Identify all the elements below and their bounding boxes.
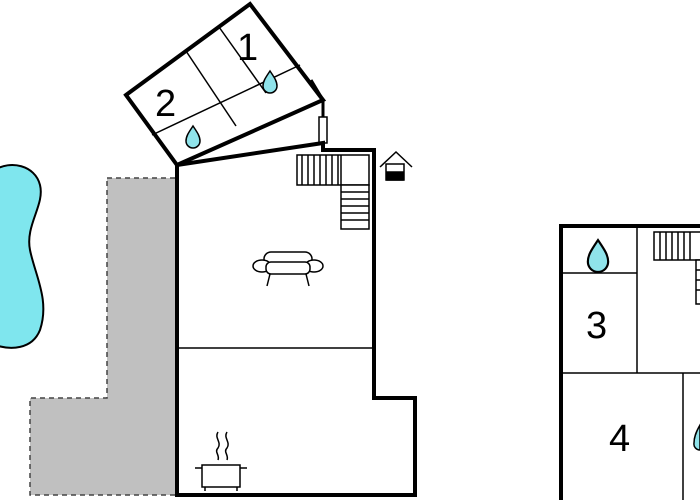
room-4-label: 4 bbox=[609, 418, 630, 460]
tilted-bedroom-block: 1 2 bbox=[123, 1, 327, 168]
cooking-pot-icon bbox=[195, 431, 247, 491]
stairs-icon bbox=[653, 231, 700, 305]
bathroom-drop-icon bbox=[693, 423, 700, 451]
room-2-label: 2 bbox=[155, 83, 176, 125]
sofa-icon bbox=[252, 251, 324, 287]
room-3-label: 3 bbox=[586, 305, 607, 347]
stairs-icon bbox=[296, 154, 370, 230]
terrace-area bbox=[29, 177, 177, 496]
fireplace-icon bbox=[379, 150, 413, 181]
room-1-label: 1 bbox=[237, 27, 258, 69]
main-house bbox=[175, 140, 417, 497]
door-marker bbox=[318, 116, 328, 144]
pool-icon bbox=[0, 164, 45, 349]
right-building: 3 4 bbox=[559, 224, 700, 500]
